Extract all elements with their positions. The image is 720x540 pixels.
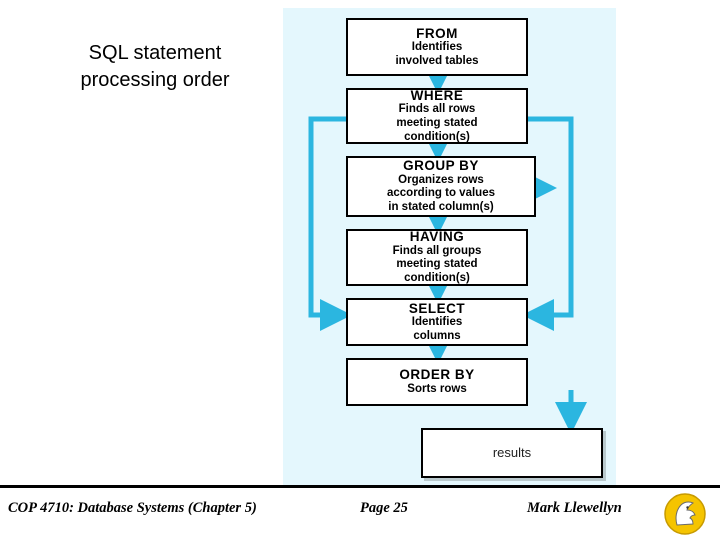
footer-course-text: COP 4710: Database Systems (Chapter 5) <box>8 500 257 516</box>
flow-node-keyword: WHERE <box>410 87 464 103</box>
flow-node-group-by: GROUP BY Organizes rows according to val… <box>346 156 536 217</box>
flow-node-description: Sorts rows <box>407 382 467 395</box>
flow-node-description: Identifies involved tables <box>395 41 479 67</box>
flow-node-description: Finds all rows meeting stated condition(… <box>396 103 478 143</box>
flow-node-keyword: GROUP BY <box>403 158 479 174</box>
flow-node-keyword: ORDER BY <box>399 367 475 383</box>
footer-author-text: Mark Llewellyn <box>527 500 622 516</box>
flow-node-select: SELECT Identifies columns <box>346 298 528 346</box>
flow-node-description: Organizes rows according to values in st… <box>386 173 495 214</box>
footer-bar: COP 4710: Database Systems (Chapter 5) P… <box>0 485 720 540</box>
flow-node-description: Finds all groups meeting stated conditio… <box>392 244 482 285</box>
ucf-knight-logo-icon <box>664 493 706 535</box>
flow-node-where: WHERE Finds all rows meeting stated cond… <box>346 88 528 144</box>
diagram-panel: FROM Identifies involved tables WHERE Fi… <box>283 8 616 488</box>
flow-node-having: HAVING Finds all groups meeting stated c… <box>346 229 528 286</box>
flow-node-from: FROM Identifies involved tables <box>346 18 528 76</box>
page-title: SQL statement processing order <box>80 42 230 91</box>
flow-node-order-by: ORDER BY Sorts rows <box>346 358 528 406</box>
flow-node-description: Identifies columns <box>411 316 463 342</box>
flow-node-results: results <box>421 428 603 478</box>
flow-node-keyword: FROM <box>416 25 458 41</box>
flow-node-description: results <box>492 445 532 461</box>
footer-page-number: Page 25 <box>360 500 408 516</box>
flow-node-keyword: SELECT <box>408 300 466 316</box>
flow-node-keyword: HAVING <box>409 229 465 245</box>
